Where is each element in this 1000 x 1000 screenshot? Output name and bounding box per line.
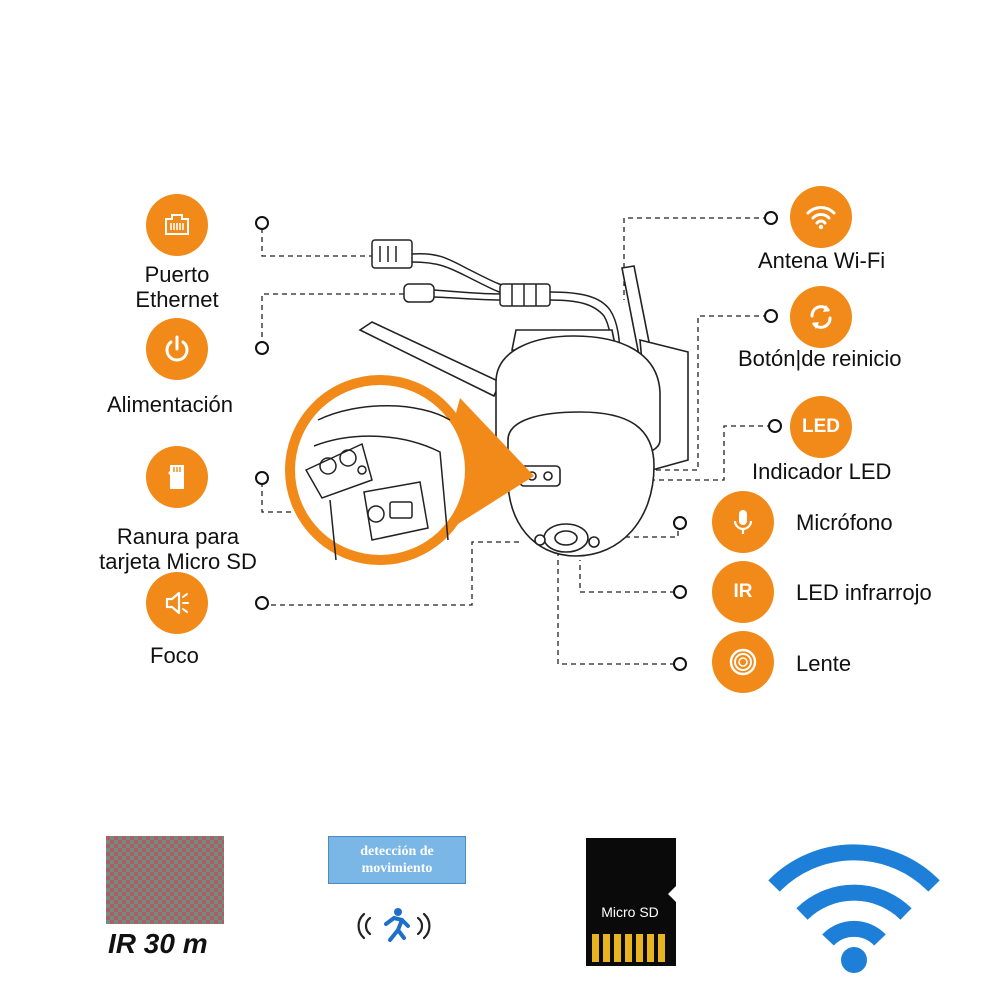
ir-range-label: IR 30 m [108,928,208,959]
refresh-icon [810,305,832,329]
reset-badge [790,286,852,348]
connector-dot [673,516,687,530]
connector-dot [673,657,687,671]
motion-detection-badge: detección de movimiento [328,836,466,884]
speaker-icon [165,591,189,615]
label-ethernet: Puerto Ethernet [114,262,240,312]
label-sd-line2: tarjeta Micro SD [99,549,257,574]
label-led-indicator: Indicador LED [752,459,892,484]
ir-pattern-image [106,836,224,924]
ir-badge: IR [712,561,774,623]
zoom-detail [285,375,534,565]
label-reset: Botón|de reinicio [738,346,902,371]
wifi-antenna-badge [790,186,852,248]
running-person-icon [357,908,431,942]
sd-card-icon [168,465,184,489]
label-lens: Lente [796,651,852,676]
motion-detection-text: detección de movimiento [360,844,434,876]
micro-sd-card [586,838,676,966]
connector-dot [255,341,269,355]
label-microphone: Micrófono [796,510,893,535]
connector-dot [255,471,269,485]
power-badge [146,318,208,380]
led-badge: LED [790,396,852,458]
cable [371,239,621,361]
ir-badge-text: IR [733,581,753,602]
connector-dot [768,419,782,433]
wifi-large-icon [768,844,940,973]
ethernet-port-icon [165,214,189,235]
label-wifi-antenna: Antena Wi-Fi [758,248,886,273]
lens-badge [712,631,774,693]
micro-sd-label: Micro SD [601,904,659,920]
connector-dot [764,211,778,225]
label-sd-slot: Ranura para tarjeta Micro SD [78,524,278,574]
spotlight-badge [146,572,208,634]
label-spotlight: Foco [150,643,199,668]
lens-icon [729,648,757,676]
connector-dot [673,585,687,599]
label-ethernet-line2: Ethernet [135,287,219,312]
microphone-icon [733,510,753,534]
label-sd-line1: Ranura para [116,524,240,549]
connector-dot [764,309,778,323]
ethernet-badge [146,194,208,256]
label-ir-led: LED infrarrojo [796,580,932,605]
label-ethernet-line1: Puerto [144,262,210,287]
power-icon [165,335,189,362]
connector-dot [255,216,269,230]
microphone-badge [712,491,774,553]
connector-dot [255,596,269,610]
wifi-icon [806,206,836,230]
label-power: Alimentación [107,392,233,417]
camera-body [358,265,689,557]
led-badge-text: LED [802,416,840,437]
sd-slot-badge [146,446,208,508]
